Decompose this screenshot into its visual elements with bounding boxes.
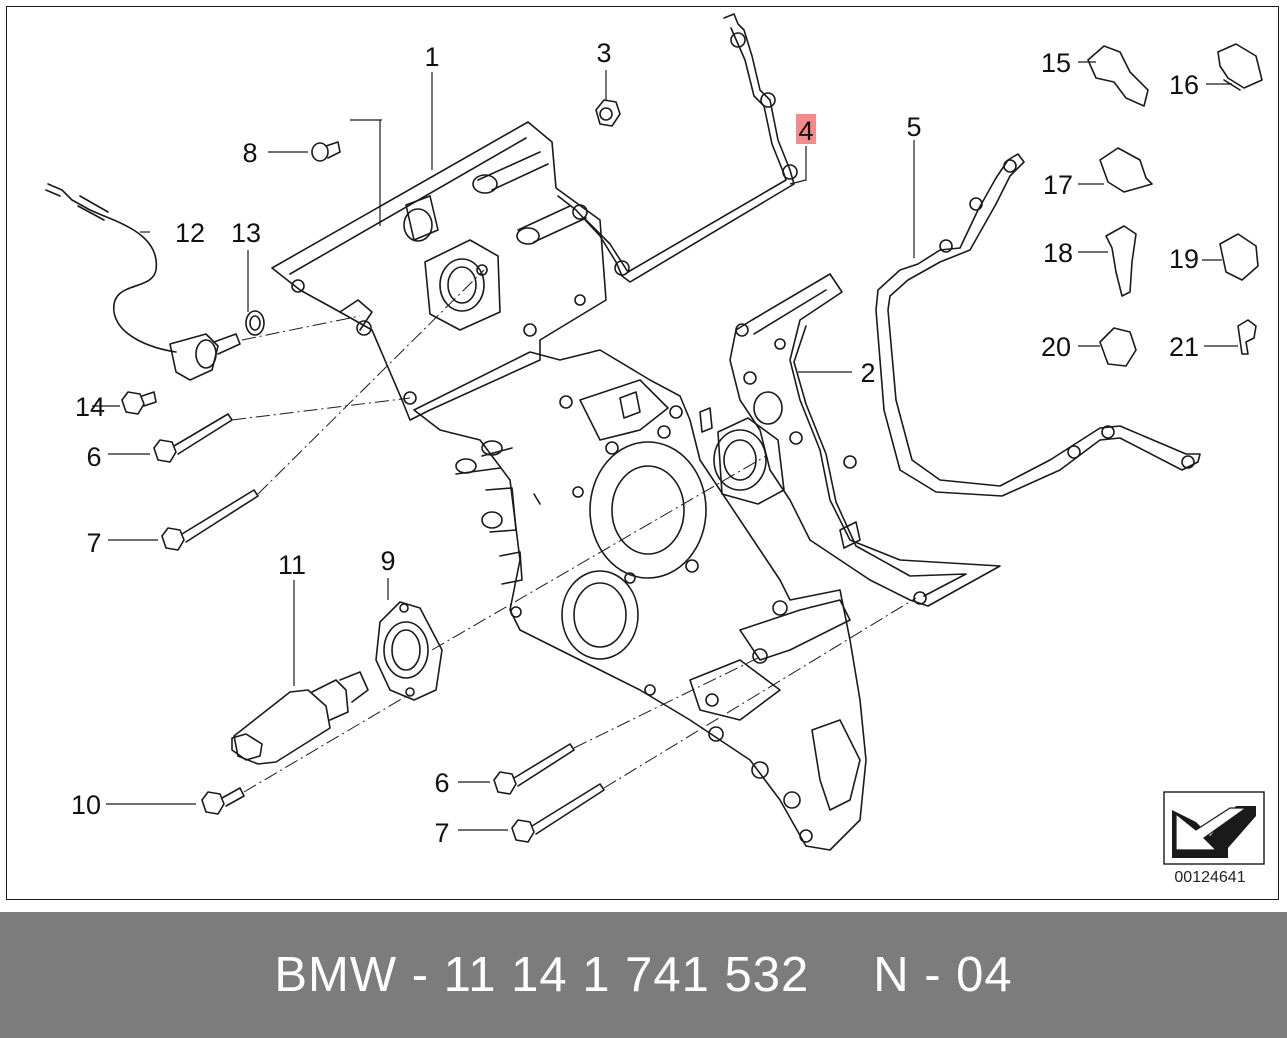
callout-labels: 1 3 4 5 2 8 12 13 14 6 7 11 9 10 6 7 15 … (71, 38, 1199, 848)
bolt-part-7-upper (161, 489, 259, 551)
leader-lines (92, 61, 1238, 831)
sensor-cable-part-12 (45, 183, 241, 381)
bolt-part-21 (1237, 319, 1257, 355)
nut-part-3 (595, 99, 621, 127)
bolt-part-6-upper (153, 413, 233, 463)
part-number: BMW - 11 14 1 741 532 (274, 948, 810, 1002)
arrow-front-left-icon (1163, 791, 1265, 865)
gasket-lower (699, 273, 1001, 607)
bracket-part-18 (1105, 225, 1137, 297)
clip-part-17 (1099, 147, 1153, 193)
callout-19: 19 (1169, 244, 1199, 274)
lower-timing-case (413, 349, 867, 851)
callout-10: 10 (71, 790, 101, 820)
callout-3: 3 (596, 38, 611, 68)
callout-6-lower: 6 (434, 768, 449, 798)
alignment-lines (231, 269, 917, 793)
callout-6-upper: 6 (86, 442, 101, 472)
bolt-part-10 (201, 787, 245, 815)
footer-bar: BMW - 11 14 1 741 532 N - 04 (0, 912, 1287, 1038)
callout-5: 5 (906, 112, 921, 142)
bolt-part-6-lower (493, 743, 575, 795)
diagram-frame (6, 6, 1279, 900)
callout-11: 11 (278, 550, 306, 580)
callout-15: 15 (1041, 48, 1071, 78)
callout-17: 17 (1043, 170, 1073, 200)
clip-part-20 (1099, 327, 1137, 367)
o-ring-part-13 (245, 310, 265, 336)
callout-18: 18 (1043, 238, 1073, 268)
callout-20: 20 (1041, 332, 1071, 362)
bolt-part-14 (121, 391, 157, 415)
upper-timing-cover (271, 121, 607, 421)
callout-2: 2 (860, 358, 875, 388)
callout-21: 21 (1169, 332, 1199, 362)
callout-9: 9 (380, 546, 395, 576)
bracket-part-15 (1087, 45, 1149, 107)
callout-7-upper: 7 (86, 528, 101, 558)
clip-part-19 (1219, 233, 1259, 281)
callout-8: 8 (242, 138, 257, 168)
clip-part-16 (1217, 43, 1263, 91)
bolt-part-8 (311, 141, 341, 162)
callout-4-highlight (796, 114, 816, 144)
exploded-parts-diagram: 1 3 4 5 2 8 12 13 14 6 7 11 9 10 6 7 15 … (45, 13, 1265, 886)
callout-13: 13 (231, 218, 261, 248)
seal-flange-part-9 (375, 601, 443, 701)
callout-14: 14 (75, 392, 105, 422)
solenoid-part-11 (231, 671, 369, 765)
bolt-part-7-lower (511, 783, 605, 843)
callout-1: 1 (424, 42, 439, 72)
callout-12: 12 (175, 218, 205, 248)
callout-16: 16 (1169, 70, 1199, 100)
image-code: 00124641 (1174, 869, 1245, 886)
wiring-bracket (875, 153, 1201, 497)
gasket-upper (557, 13, 798, 283)
callout-7-lower: 7 (434, 818, 449, 848)
callout-4: 4 (798, 116, 813, 146)
position-code: N - 04 (873, 948, 1013, 1002)
